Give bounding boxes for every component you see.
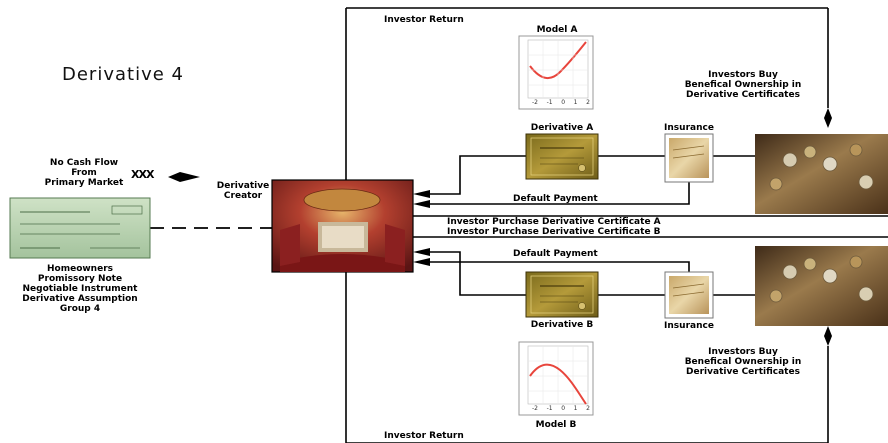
homeowners-note-label: Homeowners Promissory Note Negotiable In… — [22, 264, 137, 314]
derivative-creator-label: Derivative Creator — [217, 181, 269, 201]
tick: 2 — [586, 99, 590, 106]
homeowners-line: Negotiable Instrument — [22, 284, 138, 294]
model-b-label: Model B — [535, 420, 577, 430]
tick: 0 — [561, 99, 566, 106]
no-cash-flow-cross-mark: XXX — [131, 168, 154, 181]
purchase-certificate-b-label: Investor Purchase Derivative Certificate… — [447, 227, 661, 237]
no-cash-line: Primary Market — [44, 178, 124, 188]
no-cash-line: From — [71, 168, 97, 178]
tick: -1 — [546, 405, 553, 412]
tick: 0 — [561, 405, 566, 412]
certificate-a-image — [525, 133, 599, 180]
investors-buy-line: Benefical Ownership in — [684, 357, 802, 367]
model-b-chart — [518, 341, 594, 416]
model-a-chart — [518, 35, 594, 110]
homeowners-line: Group 4 — [59, 304, 101, 314]
investors-coins-image-top — [755, 134, 888, 214]
investors-coins-image-bottom — [755, 246, 888, 326]
investors-buy-line: Investors Buy — [708, 70, 778, 80]
promissory-note-image — [9, 197, 151, 259]
diagram-title: Derivative 4 — [62, 64, 184, 85]
tick: 1 — [573, 99, 578, 106]
homeowners-line: Derivative Assumption — [22, 294, 138, 304]
purchase-certificate-a-label: Investor Purchase Derivative Certificate… — [447, 217, 661, 227]
tick: -1 — [546, 99, 553, 106]
tick: -2 — [532, 405, 538, 412]
model-a-label: Model A — [536, 25, 578, 35]
default-payment-a-label: Default Payment — [513, 194, 598, 204]
insurance-b-label: Insurance — [664, 321, 714, 331]
model-a-axis-ticks: -2 -1 0 1 2 — [532, 99, 590, 106]
arrowheads — [168, 108, 832, 346]
investor-return-bottom-label: Investor Return — [384, 431, 464, 441]
tick: 2 — [586, 405, 590, 412]
homeowners-line: Promissory Note — [37, 274, 123, 284]
model-b-axis-ticks: -2 -1 0 1 2 — [532, 405, 590, 412]
investors-buy-top-label: Investors Buy Benefical Ownership in Der… — [685, 70, 802, 100]
investor-return-top-label: Investor Return — [384, 15, 464, 25]
creator-line: Creator — [223, 191, 263, 201]
creator-theater-image — [271, 179, 414, 273]
no-cash-flow-label: No Cash Flow From Primary Market — [45, 158, 124, 188]
insurance-a-image — [664, 133, 714, 183]
tick: -2 — [532, 99, 538, 106]
investors-buy-line: Derivative Certificates — [686, 90, 800, 100]
insurance-b-image — [664, 271, 714, 319]
derivative-b-label: Derivative B — [530, 320, 594, 330]
investors-buy-bottom-label: Investors Buy Benefical Ownership in Der… — [685, 347, 802, 377]
certificate-b-image — [525, 271, 599, 318]
homeowners-line: Homeowners — [46, 264, 114, 274]
investors-buy-line: Investors Buy — [708, 347, 778, 357]
creator-line: Derivative — [216, 181, 270, 191]
connector-lines — [345, 7, 888, 443]
tick: 1 — [573, 405, 578, 412]
no-cash-line: No Cash Flow — [49, 158, 119, 168]
investors-buy-line: Benefical Ownership in — [684, 80, 802, 90]
derivative-a-label: Derivative A — [530, 123, 594, 133]
investors-buy-line: Derivative Certificates — [686, 367, 800, 377]
insurance-a-label: Insurance — [664, 123, 714, 133]
default-payment-b-label: Default Payment — [513, 249, 598, 259]
